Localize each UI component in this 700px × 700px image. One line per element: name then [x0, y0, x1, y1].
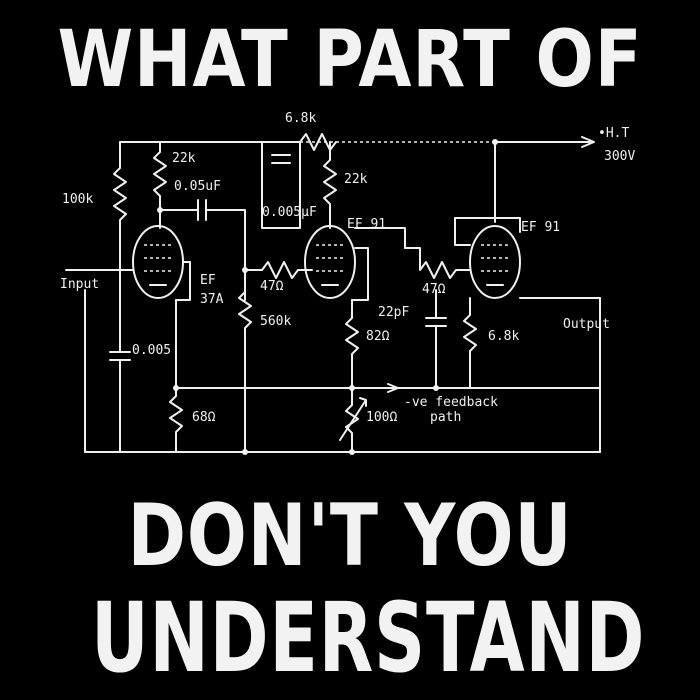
label-r-560k: 560k	[260, 314, 291, 329]
resistor-47-b	[404, 247, 471, 279]
label-c-0005: 0.005	[132, 343, 171, 358]
label-output: Output	[563, 317, 610, 332]
junction	[157, 207, 163, 213]
headline-middle: DON'T YOU	[127, 486, 573, 586]
label-ef91-b: EF 91	[521, 220, 560, 235]
label-r-47-b: 47Ω	[422, 282, 446, 297]
resistor-47-a	[244, 261, 313, 279]
capacitor-005uf	[159, 199, 246, 301]
junction	[433, 385, 439, 391]
label-feedback: -ve feedback	[404, 395, 498, 410]
label-r-100k: 100k	[62, 192, 93, 207]
junction	[242, 449, 248, 455]
resistor-22k-a	[153, 141, 167, 229]
tube-ef91-a-grids	[316, 244, 344, 272]
label-r-68k-top: 6.8k	[285, 111, 316, 126]
junction	[492, 139, 498, 145]
tube-ef91-b-screen-link	[454, 217, 521, 233]
capacitor-0005uf	[271, 154, 291, 164]
tube-ef37a-screen	[175, 261, 191, 301]
capacitor-22pf	[425, 289, 447, 389]
resistor-22k-b	[323, 141, 337, 229]
label-r-68: 68Ω	[192, 410, 216, 425]
label-ht: •H.T	[598, 126, 629, 141]
label-r-68k-out: 6.8k	[488, 329, 519, 344]
resistor-68k-out	[463, 297, 477, 389]
tube-ef91-a	[304, 225, 356, 299]
label-r-100: 100Ω	[366, 410, 397, 425]
label-path: path	[430, 410, 461, 425]
tube-ef91-b-grids	[481, 244, 509, 272]
tube-ef37a-grids	[144, 244, 172, 272]
junction	[349, 385, 355, 391]
label-r-22k-a: 22k	[172, 151, 196, 166]
label-r-47-a: 47Ω	[260, 279, 284, 294]
label-input: Input	[60, 277, 99, 292]
label-300v: 300V	[604, 149, 635, 164]
resistor-82	[345, 299, 359, 453]
ht-arrow	[581, 136, 595, 148]
junction	[242, 267, 248, 273]
label-c-22pf: 22pF	[378, 305, 409, 320]
label-ef: EF	[200, 273, 216, 288]
label-ef37a: 37A	[200, 292, 224, 307]
resistor-68	[169, 299, 183, 453]
tube-ef91-b-screen	[454, 217, 471, 246]
interstage-wire	[354, 227, 406, 249]
decoupling-box	[261, 141, 301, 229]
headline-top: WHAT PART OF	[57, 15, 643, 105]
capacitor-0005	[109, 261, 131, 453]
label-c-0005uf: 0.005µF	[262, 205, 317, 220]
potentiometer-100	[339, 397, 367, 441]
tube-ef37a	[132, 225, 184, 299]
resistor-560k	[238, 279, 252, 453]
tube-ef91-a-screen	[351, 247, 369, 301]
label-r-22k-b: 22k	[344, 172, 368, 187]
label-ef91-a: EF 91	[347, 217, 386, 232]
feedback-arrow	[387, 383, 399, 393]
junction	[173, 385, 179, 391]
label-r-82: 82Ω	[366, 329, 390, 344]
headline-bottom: UNDERSTAND	[91, 582, 646, 694]
resistor-100k	[113, 141, 127, 263]
tube-ef91-b	[469, 225, 521, 299]
junction	[349, 449, 355, 455]
label-c-005uf: 0.05uF	[174, 179, 221, 194]
